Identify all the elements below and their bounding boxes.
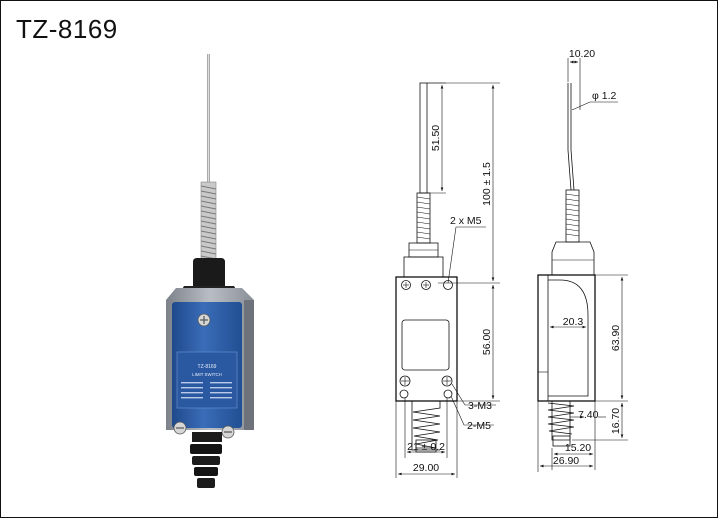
front-screw-tm xyxy=(421,280,431,290)
front-head xyxy=(403,256,444,278)
front-rod xyxy=(419,82,428,194)
side-curve xyxy=(548,279,589,397)
side-rod xyxy=(567,83,572,191)
photo-spring xyxy=(200,181,217,267)
dim-side-width: 26.90 xyxy=(553,455,579,467)
dim-total-len: 100 ± 1.5 xyxy=(481,162,493,206)
photo-rod xyxy=(207,54,210,184)
side-head xyxy=(551,241,595,276)
front-dimensions: 51.50 100 ± 1.5 2 x M5 56.00 3-M3 2-M5 2… xyxy=(395,82,500,478)
model-title: TZ-8169 xyxy=(16,14,118,44)
dim-thread-m5: 2 x M5 xyxy=(450,215,482,227)
photo-cap xyxy=(193,258,225,286)
dim-rod-len: 51.50 xyxy=(430,125,442,151)
dim-bottom-width: 15.20 xyxy=(565,442,591,454)
side-view xyxy=(537,83,596,447)
front-window xyxy=(401,319,450,371)
dim-bottom-small: 7.40 xyxy=(578,409,599,421)
front-screw-tl xyxy=(401,280,411,290)
dim-front-width: 29.00 xyxy=(413,462,439,474)
dim-bottom-height: 16.70 xyxy=(610,408,622,434)
photo-label xyxy=(176,351,238,409)
front-gland xyxy=(412,400,441,449)
dim-head-width: 10.20 xyxy=(569,48,595,60)
front-screw-br xyxy=(441,375,453,387)
dim-inner: 20.3 xyxy=(563,316,584,328)
photo-label-model: TZ-8169 xyxy=(198,364,217,370)
dim-rod-dia: φ 1.2 xyxy=(592,90,616,102)
photo-cable-gland xyxy=(190,432,222,488)
front-screw-bl xyxy=(399,375,411,387)
front-screw-tr xyxy=(443,280,453,290)
front-view xyxy=(395,82,458,453)
dim-body-len: 56.00 xyxy=(481,329,493,355)
side-dimensions: 10.20 φ 1.2 20.3 63.90 7.40 16.70 15.20 … xyxy=(537,48,628,472)
dim-screw-m5: 2-M5 xyxy=(467,420,491,432)
dim-hole-spacing: 21 ± 0.2 xyxy=(407,441,445,453)
dim-side-height: 63.90 xyxy=(610,325,622,351)
product-photo: TZ-8169 LIMIT SWITCH xyxy=(166,54,254,488)
photo-label-line: LIMIT SWITCH xyxy=(192,372,222,377)
dim-screw-m3: 3-M3 xyxy=(468,400,492,412)
side-body xyxy=(537,274,596,402)
